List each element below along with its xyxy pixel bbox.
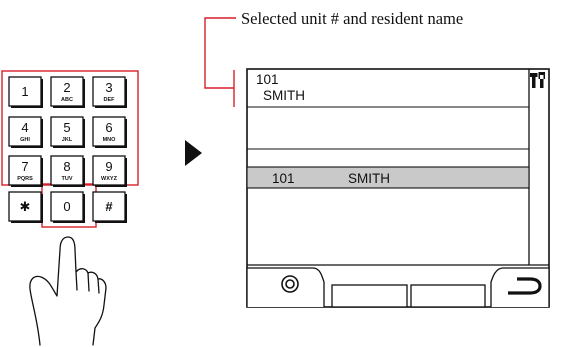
key-face (92, 76, 126, 107)
header-unit: 101 (256, 72, 279, 87)
bottom-bar (246, 267, 550, 308)
key-letters: GHI (20, 137, 30, 143)
key-letters: DEF (104, 97, 116, 103)
key-number: 4 (21, 120, 28, 135)
target-button[interactable] (246, 267, 325, 307)
key-face (92, 116, 126, 147)
key-letters: MNO (103, 137, 117, 143)
key-face (50, 76, 84, 107)
pointing-hand-icon (29, 236, 107, 346)
key-face (50, 155, 84, 186)
blank-button-2[interactable] (410, 284, 486, 308)
row-unit: 101 (272, 171, 295, 186)
circle-target-icon (281, 275, 299, 293)
key-number: 9 (105, 159, 112, 174)
key-letters: JKL (62, 137, 73, 143)
key-face (8, 76, 42, 107)
key-number: 3 (105, 80, 112, 95)
blank-button-1[interactable] (331, 284, 408, 308)
key-number: ✱ (20, 199, 31, 214)
tools-icon[interactable] (530, 72, 545, 88)
key-1[interactable]: 1 (8, 76, 43, 108)
key-face (50, 191, 84, 222)
key-number: 1 (21, 84, 28, 99)
key-face (8, 116, 42, 147)
key-letters: ABC (61, 97, 73, 103)
key-star[interactable]: ✱ (8, 191, 43, 223)
row-name: SMITH (348, 171, 390, 186)
key-face (8, 191, 42, 222)
return-button[interactable] (490, 267, 550, 307)
callout-label: Selected unit # and resident name (241, 9, 463, 28)
key-0[interactable]: 0 (50, 191, 85, 223)
callout-bracket (204, 17, 236, 107)
key-number: 8 (63, 159, 70, 174)
key-face (50, 116, 84, 147)
key-letters: TUV (62, 176, 73, 182)
key-number: 7 (21, 159, 28, 174)
key-number: # (105, 199, 113, 214)
key-hash[interactable]: # (92, 191, 127, 223)
header-name: SMITH (263, 88, 305, 103)
selected-row[interactable] (246, 166, 530, 189)
return-arrow-icon (508, 277, 542, 295)
key-letters: PQRS (17, 176, 33, 182)
play-arrow-icon (185, 140, 202, 166)
key-letters: WXYZ (101, 176, 118, 182)
key-number: 6 (105, 120, 112, 135)
key-number: 5 (63, 120, 70, 135)
monitor-screen (246, 68, 550, 308)
key-number: 0 (63, 199, 70, 214)
key-face (92, 191, 126, 222)
key-face (92, 155, 126, 186)
key-face (8, 155, 42, 186)
key-number: 2 (63, 80, 70, 95)
